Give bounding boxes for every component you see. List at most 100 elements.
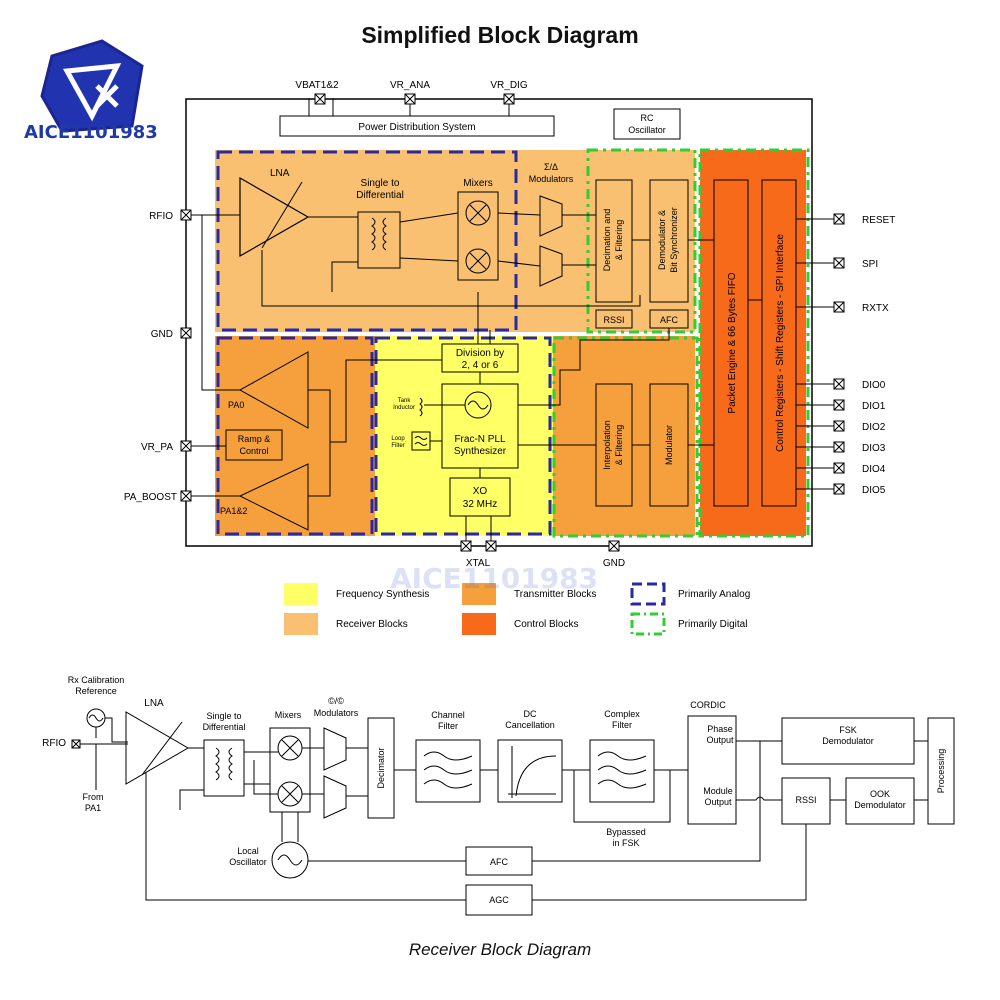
fracn-label-2: Synthesizer [454,446,507,457]
control-registers-box [761,179,797,507]
pin-xtal: XTAL [466,558,491,569]
right-pins [833,213,845,495]
rx-channel-filter-1: Channel [431,710,465,720]
rx-channel-filter-2: Filter [438,721,458,731]
rx-single-diff-2: Differential [203,722,246,732]
rssi-label: RSSI [603,315,624,325]
fracn-label-1: Frac-N PLL [454,434,506,445]
pin-reset: RESET [862,215,895,226]
legend-label-tx: Transmitter Blocks [514,589,596,600]
rx-dc-label-1: DC [524,709,537,719]
rx-mixers-label: Mixers [275,710,302,720]
rx-agc-label: AGC [489,895,509,905]
rc-osc-label-2: Oscillator [628,125,666,135]
demodulator-label-2: Bit Synchronizer [669,207,679,273]
balun-box [357,211,401,269]
rx-ook-label-2: Demodulator [854,800,906,810]
legend-swatch-analog [630,582,666,606]
control-registers-label: Control Registers - Shift Registers - SP… [775,234,786,452]
legend-swatch-rx [284,613,318,635]
legend-swatch-tx [462,583,496,605]
digital-outline-tx [552,336,699,538]
rx-calib-label-1: Rx Calibration [68,675,125,685]
legend-swatch-ctrl [462,613,496,635]
rx-local-osc-label-1: Local [237,846,259,856]
xo-label-2: 32 MHz [463,499,497,510]
single-diff-label-1: Single to [361,178,400,189]
demodulator-box [649,179,689,303]
legend-label-digital: Primarily Digital [678,619,747,630]
legend-label-analog: Primarily Analog [678,589,750,600]
diagram-caption: Receiver Block Diagram [408,940,592,959]
rx-calib-label-2: Reference [75,686,117,696]
ramp-label-1: Ramp & [238,434,271,444]
tank-label-1: Tank [398,398,412,404]
legend-label-ctrl: Control Blocks [514,619,578,630]
pa12-triangle [238,463,309,531]
loop-filter-label-1: Loop [391,436,405,442]
digital-outline-ctrl [698,148,810,538]
pin-gnd-bottom: GND [603,558,625,569]
rx-mixers-box [269,727,311,813]
lna-label: LNA [270,168,290,179]
rx-phase-output-1: Phase [707,724,733,734]
transmitter-region-right [553,336,695,536]
rx-ook-label-1: OOK [870,789,890,799]
rx-fsk-label-1: FSK [839,725,857,735]
pin-vbat: VBAT1&2 [295,80,339,91]
decimation-box [595,179,633,303]
tank-label-2: Inductor [393,405,415,411]
rx-lna-label: LNA [144,698,164,709]
rx-local-osc-label-2: Oscillator [229,857,267,867]
pin-vr-pa: VR_PA [141,442,173,453]
analog-outline-tx [216,336,374,536]
ramp-label-2: Control [239,446,268,456]
rx-afc-label: AFC [490,857,509,867]
rx-balun-box [203,739,245,797]
rx-channel-filter-box [415,739,481,803]
modulators-label-1: Σ/Δ [544,162,558,172]
rx-decimator-label: Decimator [376,747,386,788]
page-title: Simplified Block Diagram [361,22,639,48]
rx-complex-filter-1: Complex [604,709,640,719]
pin-dio4: DIO4 [862,464,886,475]
pa0-label: PA0 [228,400,244,410]
rx-lna-triangle [125,711,189,785]
pin-dio5: DIO5 [862,485,886,496]
interpolation-label-1: Interpolation [602,420,612,470]
pin-rfio: RFIO [149,211,173,222]
modulator-label: Modulator [664,425,674,465]
transmitter-region-left [215,336,375,536]
rx-local-osc-icon [271,841,309,879]
division-label-2: 2, 4 or 6 [462,360,499,371]
pin-dio1: DIO1 [862,401,886,412]
lna-triangle [239,176,310,258]
control-region [700,150,806,536]
analog-outline-synth [374,336,552,536]
decimation-label-2: & Filtering [614,220,624,261]
interpolation-label-2: & Filtering [614,425,624,466]
pin-dio2: DIO2 [862,422,886,433]
mixers-label: Mixers [463,178,492,189]
pin-spi: SPI [862,259,878,270]
pin-dio3: DIO3 [862,443,886,454]
power-distribution-box [279,115,555,137]
demodulator-label-1: Demodulator & [657,210,667,270]
pin-pa-boost: PA_BOOST [124,492,177,503]
rx-dc-box [497,739,563,803]
digital-outline-rx [586,148,697,334]
logo-text: AICE1101983 [24,122,158,143]
rx-decimator-box [367,717,395,819]
rx-bypassed-1: Bypassed [606,827,646,837]
rx-from-label-1: From [83,792,104,802]
legend-label-freq: Frequency Synthesis [336,589,429,600]
mixers-box [457,191,499,281]
rx-complex-filter-box [589,739,655,803]
rx-fsk-label-2: Demodulator [822,736,874,746]
legend: Frequency Synthesis Receiver Blocks Tran… [284,582,750,636]
power-distribution-label: Power Distribution System [358,122,475,133]
packet-engine-label: Packet Engine & 66 Bytes FIFO [727,272,738,413]
xo-label-1: XO [473,486,488,497]
rx-rfio-label: RFIO [42,738,66,749]
rx-single-diff-1: Single to [206,711,241,721]
